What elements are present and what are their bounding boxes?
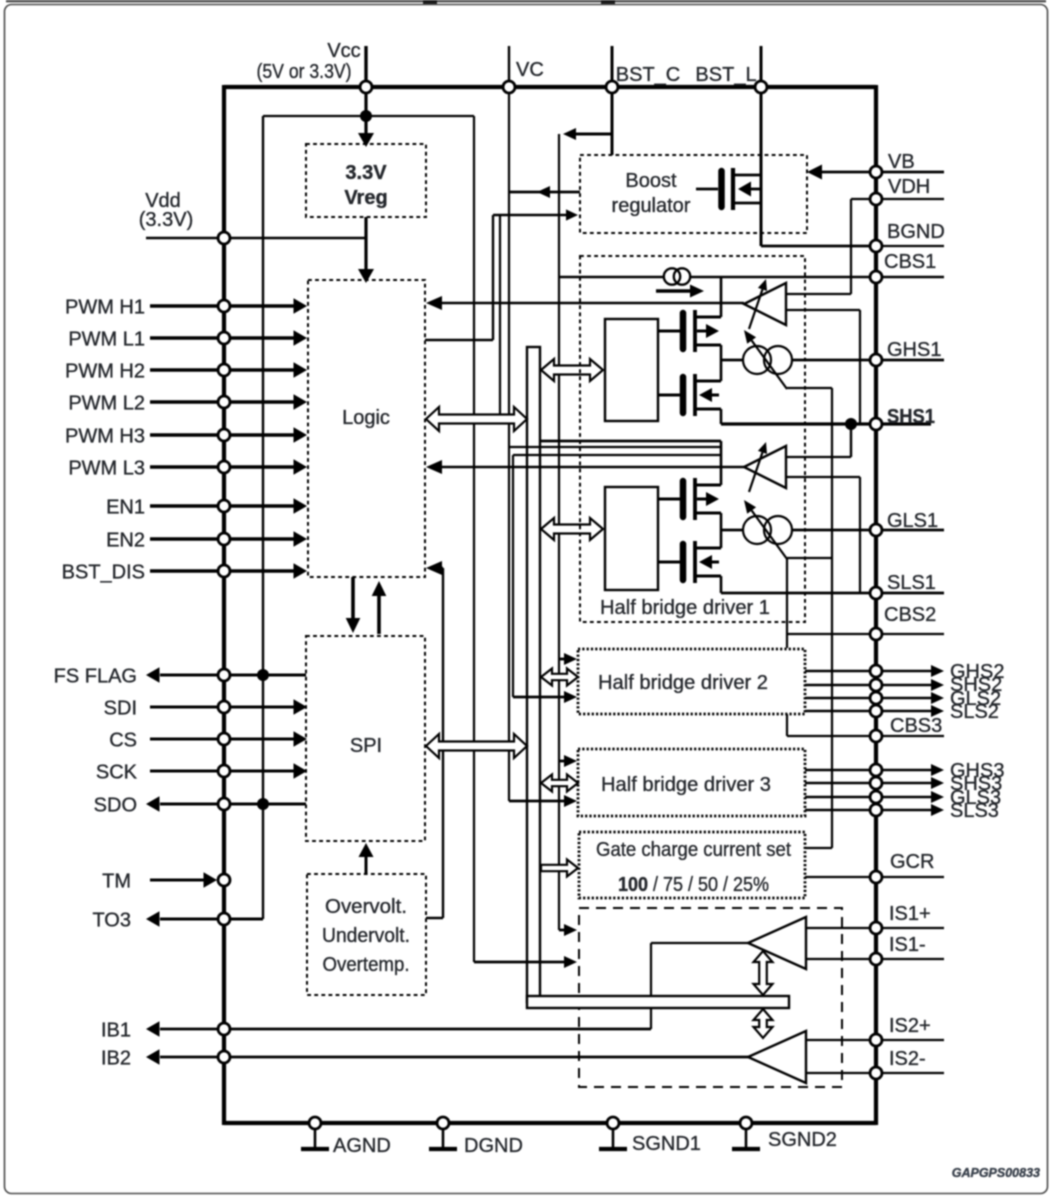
svg-text:GLS2: GLS2 bbox=[950, 688, 1001, 710]
svg-text:SLS2: SLS2 bbox=[950, 701, 999, 723]
svg-text:PWM L1: PWM L1 bbox=[68, 329, 145, 351]
svg-text:Half bridge driver 2: Half bridge driver 2 bbox=[598, 672, 768, 694]
svg-text:SPI: SPI bbox=[350, 735, 382, 757]
svg-text:EN2: EN2 bbox=[106, 530, 145, 552]
svg-text:IB2: IB2 bbox=[101, 1048, 131, 1070]
svg-text:PWM H2: PWM H2 bbox=[65, 361, 145, 383]
svg-text:Logic: Logic bbox=[342, 407, 390, 429]
svg-text:BST_DIS: BST_DIS bbox=[62, 562, 145, 584]
svg-text:VDH: VDH bbox=[888, 176, 930, 198]
svg-text:SHS1: SHS1 bbox=[887, 406, 935, 428]
svg-text:GHS2: GHS2 bbox=[950, 661, 1004, 683]
svg-text:Overtemp.: Overtemp. bbox=[323, 954, 410, 976]
svg-text:SDO: SDO bbox=[94, 795, 137, 817]
svg-text:(3.3V): (3.3V) bbox=[139, 209, 193, 231]
svg-text:GHS1: GHS1 bbox=[887, 339, 941, 361]
svg-text:regulator: regulator bbox=[612, 195, 691, 217]
svg-text:BST_C: BST_C bbox=[616, 64, 680, 86]
svg-text:SGND2: SGND2 bbox=[768, 1129, 837, 1151]
svg-text:IS2-: IS2- bbox=[889, 1048, 926, 1070]
svg-text:PWM H1: PWM H1 bbox=[65, 297, 145, 319]
svg-text:EN1: EN1 bbox=[106, 497, 145, 519]
svg-text:BGND: BGND bbox=[887, 221, 945, 243]
svg-text:TM: TM bbox=[102, 871, 131, 893]
svg-text:CBS1: CBS1 bbox=[884, 251, 936, 273]
svg-text:VC: VC bbox=[516, 59, 544, 81]
svg-text:PWM H3: PWM H3 bbox=[65, 426, 145, 448]
svg-text:PWM L3: PWM L3 bbox=[68, 458, 145, 480]
svg-text:BST_L: BST_L bbox=[695, 64, 756, 86]
svg-text:SDI: SDI bbox=[104, 698, 137, 720]
svg-text:GHS3: GHS3 bbox=[950, 760, 1004, 782]
svg-text:GCR: GCR bbox=[890, 851, 934, 873]
svg-text:TO3: TO3 bbox=[92, 910, 131, 932]
svg-text:PWM L2: PWM L2 bbox=[68, 393, 145, 415]
svg-text:Vdd: Vdd bbox=[145, 190, 181, 212]
svg-text:CS: CS bbox=[109, 730, 137, 752]
svg-text:IS1+: IS1+ bbox=[889, 903, 931, 925]
svg-text:IS2+: IS2+ bbox=[889, 1015, 931, 1037]
svg-text:(5V or 3.3V): (5V or 3.3V) bbox=[257, 61, 352, 83]
svg-text:GAPGPS00833: GAPGPS00833 bbox=[952, 1166, 1040, 1180]
svg-text:SLS1: SLS1 bbox=[887, 572, 936, 594]
svg-text:Half bridge driver 1: Half bridge driver 1 bbox=[600, 597, 770, 619]
svg-text:IS1-: IS1- bbox=[889, 934, 926, 956]
svg-text:SCK: SCK bbox=[96, 762, 138, 784]
svg-text:IB1: IB1 bbox=[101, 1020, 131, 1042]
svg-text:AGND: AGND bbox=[333, 1135, 391, 1157]
svg-text:SHS2: SHS2 bbox=[950, 674, 1002, 696]
svg-text:FS FLAG: FS FLAG bbox=[54, 666, 137, 688]
svg-text:SLS3: SLS3 bbox=[950, 800, 999, 822]
svg-text:GLS3: GLS3 bbox=[950, 787, 1001, 809]
svg-text:SGND1: SGND1 bbox=[632, 1133, 701, 1155]
svg-text:Boost: Boost bbox=[625, 170, 677, 192]
svg-text:Undervolt.: Undervolt. bbox=[322, 925, 410, 947]
svg-text:Vcc: Vcc bbox=[327, 40, 360, 62]
svg-text:SHS3: SHS3 bbox=[950, 773, 1002, 795]
svg-text:VB: VB bbox=[888, 151, 915, 173]
svg-text:DGND: DGND bbox=[464, 1135, 523, 1157]
svg-text:100 / 75 / 50 / 25%: 100 / 75 / 50 / 25% bbox=[618, 874, 769, 896]
svg-text:CBS3: CBS3 bbox=[890, 715, 942, 737]
svg-text:CBS2: CBS2 bbox=[884, 604, 936, 626]
svg-text:Half bridge driver 3: Half bridge driver 3 bbox=[601, 774, 771, 796]
svg-text:Vreg: Vreg bbox=[344, 187, 387, 209]
svg-text:Gate charge current set: Gate charge current set bbox=[596, 839, 791, 861]
svg-text:Overvolt.: Overvolt. bbox=[325, 896, 407, 918]
svg-text:3.3V: 3.3V bbox=[345, 162, 387, 184]
svg-text:GLS1: GLS1 bbox=[887, 510, 938, 532]
